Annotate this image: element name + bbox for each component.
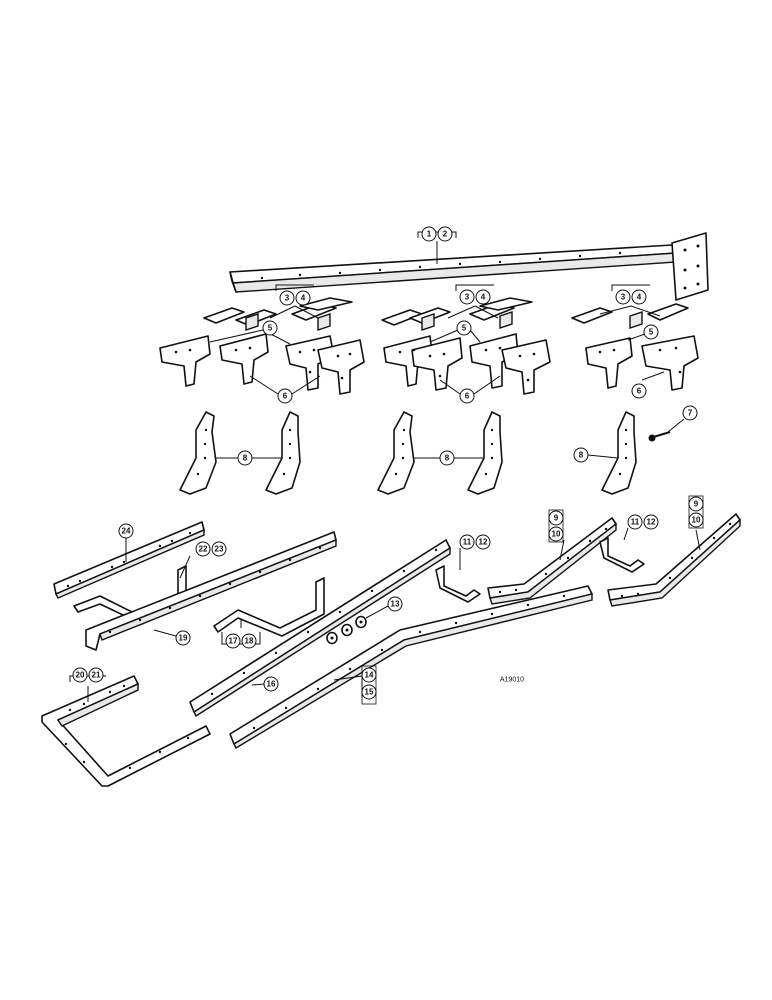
bent-bar-19 (85, 531, 337, 651)
callout-9-10-middle: 9 10 (548, 509, 565, 561)
callout-11-12-left: 11 12 (459, 534, 491, 570)
callout-3-4-left: 3 4 (269, 284, 319, 319)
callout-23: 23 (215, 545, 224, 554)
callout-6: 6 (283, 392, 288, 401)
callout-6: 6 (465, 392, 470, 401)
callout-20: 20 (76, 671, 85, 680)
main-frame-bar (229, 232, 709, 301)
callout-14: 14 (365, 671, 374, 680)
callout-1-2: 1 2 (417, 226, 457, 264)
callout-18: 18 (245, 637, 254, 646)
callout-4: 4 (301, 294, 306, 303)
callout-3: 3 (621, 293, 626, 302)
callout-24-label: 24 (122, 527, 131, 536)
callout-19-label: 19 (179, 634, 188, 643)
callout-8: 8 (243, 454, 248, 463)
callout-5-6-right: 5 6 (627, 324, 665, 399)
callout-10: 10 (552, 530, 561, 539)
callout-12: 12 (647, 518, 656, 527)
callout-16: 16 (251, 676, 279, 692)
callout-5-6-middle: 5 6 (429, 320, 501, 404)
callout-4: 4 (637, 293, 642, 302)
shank-right (601, 411, 637, 495)
callout-16-label: 16 (267, 680, 276, 689)
callout-20-21: 20 21 (69, 667, 106, 702)
callout-24: 24 (118, 523, 134, 562)
callout-1: 1 (427, 230, 432, 239)
callout-7: 7 (667, 405, 698, 433)
callout-13: 13 (365, 596, 403, 619)
bent-bar-9-10-middle (487, 517, 617, 605)
callout-7-label: 7 (688, 409, 693, 418)
strap-11-12-right (599, 537, 645, 573)
bent-bar-9-10-right (607, 513, 741, 607)
callout-22: 22 (199, 545, 208, 554)
bent-bar-14-15 (229, 585, 593, 749)
callout-5: 5 (462, 324, 467, 333)
washers-13 (326, 615, 367, 645)
callout-8-left: 8 (215, 450, 282, 466)
callout-5: 5 (268, 324, 273, 333)
callout-13-label: 13 (391, 600, 400, 609)
callout-5: 5 (649, 328, 654, 337)
callout-14-15: 14 15 (333, 665, 377, 705)
shank-pair-left (179, 411, 301, 495)
shank-bracket-row-middle (383, 333, 551, 395)
flat-bar-24 (53, 521, 205, 599)
shank-pair-middle (377, 411, 503, 495)
long-bar-16 (189, 539, 451, 718)
callout-8-middle: 8 (413, 450, 484, 466)
callout-10: 10 (692, 516, 701, 525)
callout-15: 15 (365, 688, 374, 697)
callout-3-4-right: 3 4 (599, 284, 661, 317)
callout-11: 11 (631, 518, 640, 527)
callout-17-18: 17 18 (221, 620, 261, 649)
callout-5-6-left: 5 6 (209, 320, 321, 404)
callout-3-4-middle: 3 4 (447, 284, 499, 319)
u-frame-20-21 (41, 675, 211, 787)
callout-3: 3 (465, 293, 470, 302)
callout-11: 11 (463, 538, 472, 547)
bolt (648, 431, 671, 442)
callout-11-12-right: 11 12 (623, 514, 659, 541)
callout-9-10-right: 9 10 (688, 495, 704, 551)
callout-6: 6 (637, 387, 642, 396)
callout-21: 21 (92, 671, 101, 680)
callout-3: 3 (285, 294, 290, 303)
clamp-plate-group-middle (381, 297, 533, 331)
callout-9: 9 (694, 500, 699, 509)
callout-2: 2 (443, 230, 448, 239)
offset-strap-17-18 (213, 577, 325, 637)
callout-12: 12 (479, 538, 488, 547)
callout-19: 19 (175, 630, 191, 646)
callout-17: 17 (229, 637, 238, 646)
shank-bracket-row-right (585, 335, 699, 391)
shank-bracket-row-left (159, 333, 365, 395)
drawing-code: A19010 (500, 677, 524, 684)
callout-22-23: 22 23 (179, 541, 227, 579)
callout-9: 9 (554, 514, 559, 523)
clamp-plate-group-right (571, 303, 689, 329)
callout-8-right: 8 (573, 447, 619, 463)
strap-11-12-left (435, 565, 481, 603)
callout-4: 4 (481, 293, 486, 302)
clamp-plate-group-left (203, 297, 353, 331)
callout-8: 8 (579, 451, 584, 460)
callout-8: 8 (445, 454, 450, 463)
